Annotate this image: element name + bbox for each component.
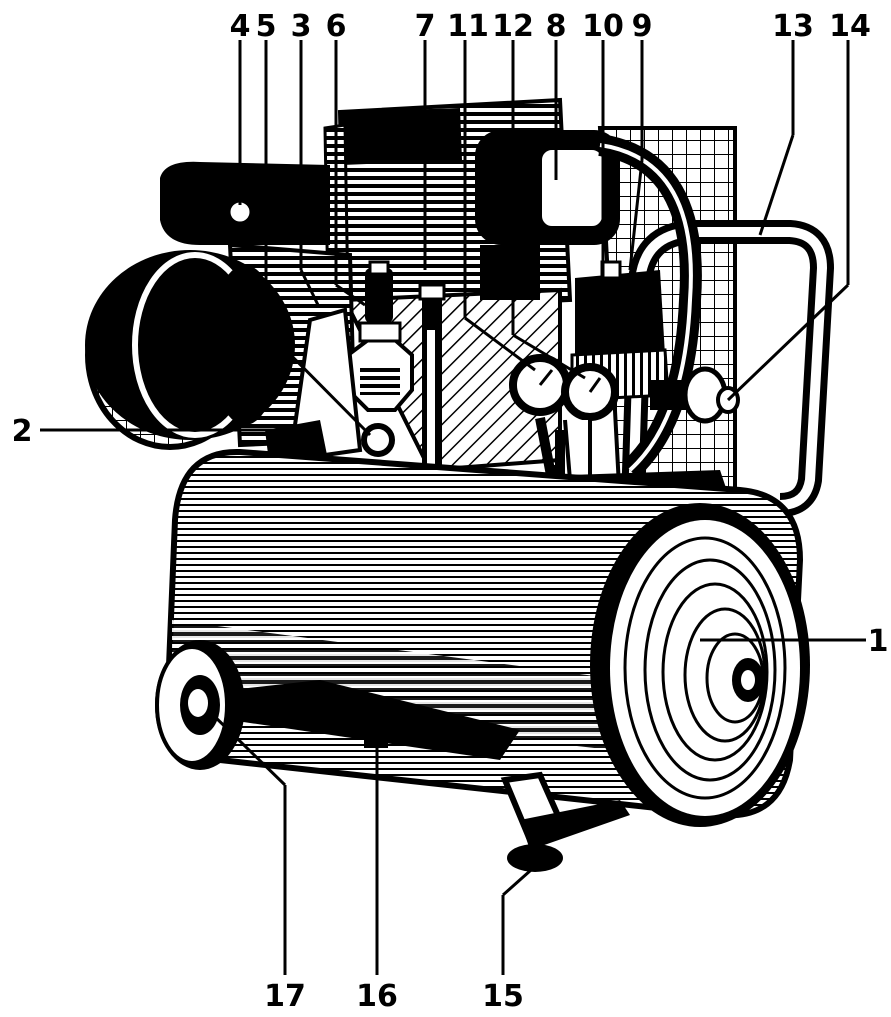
callout-labels: 4 5 3 6 7 11 12 8 10 9 13 14 2 1 17 16 1… bbox=[12, 9, 889, 1014]
leader-11b bbox=[464, 316, 536, 372]
wheel-frame bbox=[230, 680, 520, 760]
leader-15b bbox=[502, 860, 541, 897]
callout-10: 10 bbox=[582, 9, 624, 44]
callout-4: 4 bbox=[230, 9, 251, 44]
oil-filler-plug bbox=[361, 423, 395, 457]
leader-12b bbox=[512, 333, 586, 380]
motor bbox=[85, 161, 358, 450]
leader-5b bbox=[264, 328, 372, 437]
callout-5: 5 bbox=[256, 9, 277, 44]
callout-9: 9 bbox=[632, 9, 653, 44]
callout-13: 13 bbox=[772, 9, 814, 44]
callout-11: 11 bbox=[447, 9, 489, 44]
callout-3: 3 bbox=[291, 9, 312, 44]
callout-15: 15 bbox=[482, 979, 524, 1014]
wheel bbox=[155, 640, 245, 770]
leader-14b bbox=[726, 283, 850, 402]
callout-2: 2 bbox=[12, 414, 33, 449]
rubber-foot bbox=[500, 771, 630, 872]
callout-17: 17 bbox=[264, 979, 306, 1014]
callout-16: 16 bbox=[356, 979, 398, 1014]
delivery-hose bbox=[598, 134, 702, 479]
callout-8: 8 bbox=[546, 9, 567, 44]
pressure-gauges bbox=[509, 354, 619, 482]
callout-14: 14 bbox=[829, 9, 871, 44]
callout-12: 12 bbox=[492, 9, 534, 44]
dipstick-tube bbox=[418, 283, 446, 488]
callout-6: 6 bbox=[326, 9, 347, 44]
leader-13b bbox=[758, 134, 795, 236]
drain-valve bbox=[364, 722, 388, 748]
leader-9b bbox=[628, 159, 644, 271]
leader-17b bbox=[208, 710, 287, 787]
leader-6b bbox=[335, 283, 366, 307]
callout-7: 7 bbox=[415, 9, 436, 44]
leader-lines bbox=[40, 40, 866, 975]
leader-3b bbox=[299, 269, 320, 306]
callout-1: 1 bbox=[868, 624, 889, 659]
